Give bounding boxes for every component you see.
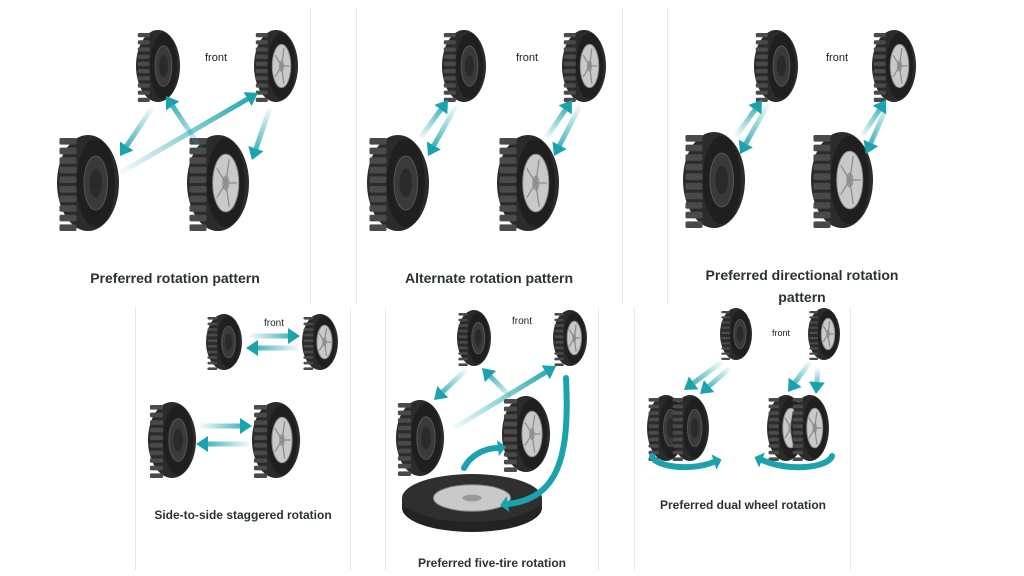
tire-rear-right: [497, 135, 559, 231]
divider-4: [667, 8, 668, 304]
panel-five-tire: front Preferred five-tire rotation: [388, 308, 596, 570]
diagram-alternate-rotation: front: [367, 30, 606, 231]
divider-10: [850, 308, 851, 570]
tire-front-left: [442, 30, 486, 102]
arrow-fr-to-rr: [248, 107, 273, 160]
caption-side-to-side: Side-to-side staggered rotation: [154, 508, 332, 522]
arrow-fr-to-rear-right: [788, 360, 813, 392]
tire-rear-right-outer: [791, 395, 829, 461]
tire-front-right: [808, 308, 840, 360]
divider-1: [310, 8, 311, 304]
front-label: front: [826, 52, 848, 64]
front-label: front: [772, 328, 791, 338]
tire-rear-right: [187, 135, 249, 231]
panel-side-to-side: front Side-to-side staggered rotation: [138, 308, 348, 570]
front-label: front: [205, 52, 227, 64]
tire-rear-left: [57, 135, 119, 231]
diagram-preferred-rotation: front: [57, 30, 298, 231]
arrow-rl-to-fl: [417, 100, 448, 140]
tire-front-left: [206, 314, 242, 370]
tire-rear-right: [811, 132, 873, 228]
diagram-five-tire: front: [396, 310, 587, 532]
tire-rear-left: [148, 402, 196, 478]
arrow-fl-to-rear-left: [684, 359, 724, 390]
tire-rear-right: [252, 402, 300, 478]
arrow-fr-to-spare: [500, 375, 570, 512]
arrow-fl-to-rl: [738, 102, 771, 154]
divider-5: [135, 308, 136, 570]
caption-five-tire: Preferred five-tire rotation: [417, 556, 567, 570]
tire-rear-right: [502, 396, 550, 472]
tire-front-right: [254, 30, 298, 102]
tire-rear-left: [683, 132, 745, 228]
tire-front-left: [136, 30, 180, 102]
caption-dual-wheel: Preferred dual wheel rotation: [659, 498, 827, 512]
caption-preferred-rotation: Preferred rotation pattern: [90, 270, 260, 286]
tire-rear-left-inner: [671, 395, 709, 461]
arrow-rr-to-fl: [482, 368, 514, 400]
diagram-directional-rotation: front: [683, 30, 916, 228]
tire-rear-left: [396, 400, 444, 476]
arrow-rear-right: [200, 418, 252, 434]
panel-alternate-rotation: front Alternate rotation pattern: [358, 8, 620, 304]
arrow-rl-to-fr: [452, 365, 556, 431]
arrow-dual-left-swap: [649, 453, 722, 471]
arrow-fl-to-rl: [434, 368, 468, 400]
arrow-fr-to-rr: [552, 104, 583, 156]
panel-directional-rotation: front Preferred directional rotation pat…: [670, 8, 932, 305]
arrow-rr-to-fr: [543, 100, 572, 140]
tire-front-left: [720, 308, 752, 360]
tire-front-left: [754, 30, 798, 102]
front-label: front: [264, 318, 284, 329]
tire-front-right: [562, 30, 606, 102]
arrow-rr-to-fl: [166, 96, 205, 152]
arrow-fl-to-rl: [426, 104, 459, 156]
divider-8: [598, 308, 599, 570]
caption-alternate-rotation: Alternate rotation pattern: [404, 270, 573, 286]
divider-3: [622, 8, 623, 304]
divider-2: [356, 8, 357, 304]
panel-dual-wheel: front Preferred dual wheel rotation: [638, 308, 848, 570]
arrow-front-left: [246, 340, 298, 356]
divider-6: [350, 308, 351, 570]
divider-7: [385, 308, 386, 570]
tire-rear-left: [367, 135, 429, 231]
arrow-fl-to-rear-left-2: [700, 366, 732, 394]
arrow-spare-to-rr: [461, 440, 506, 471]
front-label: front: [516, 52, 538, 64]
arrow-rl-to-fr: [118, 92, 258, 176]
tire-front-right: [872, 30, 916, 102]
caption-directional-rotation: Preferred directional rotation pattern: [705, 267, 899, 305]
arrow-rr-to-fr: [859, 100, 886, 138]
arrow-fr-to-rear-right-2: [808, 367, 825, 394]
front-label: front: [512, 316, 532, 327]
diagram-dual-wheel: front: [647, 308, 840, 471]
panel-preferred-rotation: front Preferred rotation pattern: [40, 8, 310, 304]
diagram-side-to-side: front: [148, 314, 338, 478]
arrow-rear-left: [196, 436, 250, 452]
tire-front-right: [302, 314, 338, 370]
tire-front-left: [457, 310, 491, 366]
arrow-fl-to-rl: [120, 106, 155, 156]
divider-9: [634, 308, 635, 570]
arrow-rl-to-fl: [733, 100, 762, 138]
arrow-dual-right-swap: [754, 452, 835, 471]
arrow-front-right: [250, 328, 300, 344]
tire-front-right: [553, 310, 587, 366]
